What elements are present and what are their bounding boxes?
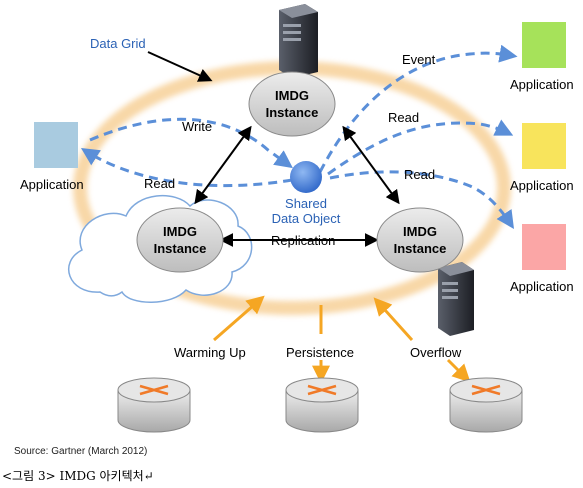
overflow-arrow [373,297,414,342]
persistence-label: Persistence [286,345,354,360]
read-left-arrow [80,148,293,188]
application-pink-label: Application [510,279,574,294]
overflow-down-arrow [446,358,471,383]
replication-label: Replication [271,233,335,248]
instance-links [147,51,400,247]
read-right-1-label: Read [388,110,419,125]
warming-up-label: Warming Up [174,345,246,360]
application-left-label: Application [20,177,84,192]
node-top-line1: IMDG [275,88,309,103]
storage-disk-2 [285,377,359,433]
application-left-box [34,122,78,168]
read-right-2-label: Read [404,167,435,182]
storage-disk-3 [449,377,523,433]
application-yellow: Application [510,123,574,193]
application-yellow-box [522,123,566,169]
link-top-left [194,125,252,205]
node-right-line1: IMDG [403,224,437,239]
node-top-line2: Instance [266,105,319,120]
node-right-line2: Instance [394,241,447,256]
application-pink: Application [510,224,574,294]
application-left: Application [20,122,84,192]
source-arrows [213,295,471,384]
application-green: Application [510,22,574,92]
data-grid-label: Data Grid [90,36,146,51]
storage-disk-1 [117,377,191,433]
shared-object-line2: Data Object [272,211,341,226]
imdg-instance-left: IMDG Instance [136,207,224,273]
imdg-instance-top: IMDG Instance [248,71,336,137]
shared-object-line1: Shared [285,196,327,211]
application-pink-box [522,224,566,270]
write-label: Write [182,119,212,134]
source-note: Source: Gartner (March 2012) [14,446,147,457]
read-left-label: Read [144,176,175,191]
overflow-label: Overflow [410,345,462,360]
shared-data-object: Shared Data Object [272,161,341,226]
server-icon-top [279,4,318,78]
application-yellow-label: Application [510,178,574,193]
data-grid-pointer [147,51,213,82]
warming-up-arrow [213,295,265,342]
write-flow-arrow [89,117,293,169]
read-right-1-arrow [327,119,514,176]
event-label: Event [402,52,436,67]
figure-caption: <그림 3> IMDG 아키텍처↵ [2,469,154,483]
server-icon-right [438,262,474,336]
imdg-instance-right: IMDG Instance [376,207,464,273]
link-top-right [342,125,400,205]
node-left-line2: Instance [154,241,207,256]
node-left-line1: IMDG [163,224,197,239]
application-green-box [522,22,566,68]
application-green-label: Application [510,77,574,92]
